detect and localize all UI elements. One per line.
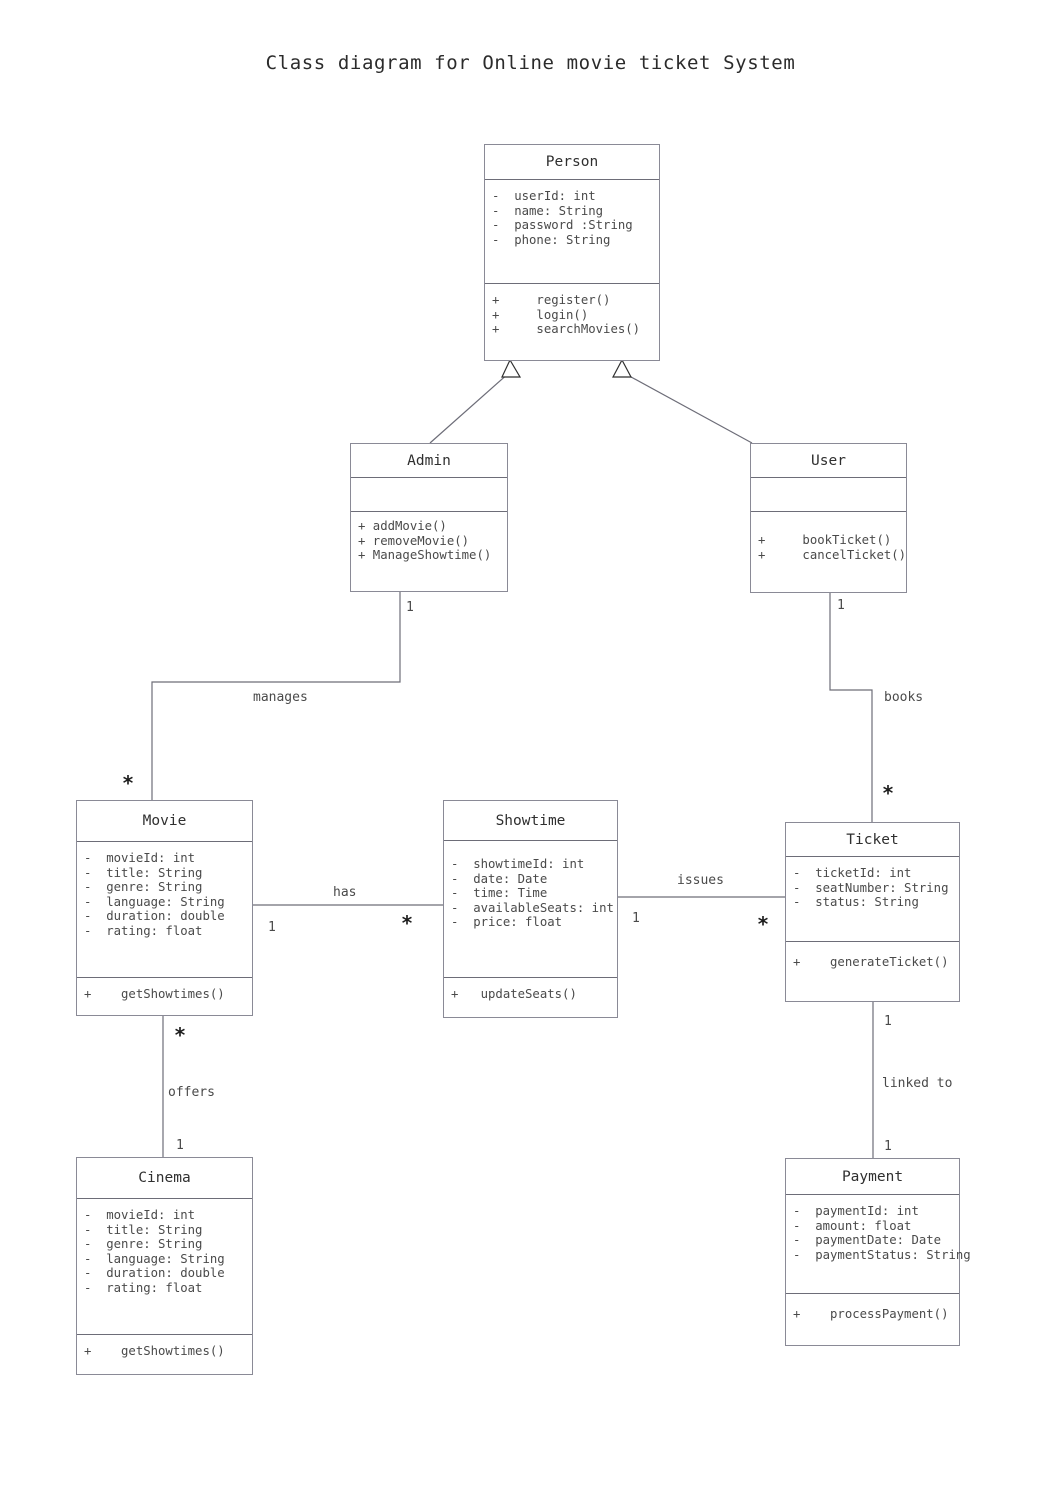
class-operations-ticket: + generateTicket() xyxy=(786,942,959,970)
attribute-row: - language: String xyxy=(84,1251,225,1266)
class-attributes-cinema: - movieId: int - title: String - genre: … xyxy=(77,1199,252,1335)
operation-row: + processPayment() xyxy=(793,1307,949,1321)
operation-row: + getShowtimes() xyxy=(84,1344,225,1358)
edge-label-issues: issues xyxy=(677,873,724,888)
class-operations-cinema: + getShowtimes() xyxy=(77,1335,252,1359)
edge-label-books: books xyxy=(884,690,924,705)
multiplicity-user-books: 1 xyxy=(837,598,845,613)
class-box-admin[interactable]: Admin + addMovie() + removeMovie() + Man… xyxy=(350,443,508,592)
class-attributes-ticket: - ticketId: int - seatNumber: String - s… xyxy=(786,857,959,942)
attribute-row: - ticketId: int xyxy=(793,866,912,880)
class-attributes-user xyxy=(751,478,906,512)
edge-label-manages: manages xyxy=(253,690,308,705)
operation-row: + removeMovie() xyxy=(358,533,470,548)
operation-row: + getShowtimes() xyxy=(84,987,225,1001)
operation-row: + updateSeats() xyxy=(451,987,577,1001)
edge-label-has: has xyxy=(333,885,357,900)
multiplicity-ticket-issues: * xyxy=(757,912,770,936)
attribute-row: - seatNumber: String xyxy=(793,880,949,895)
attribute-row: - userId: int xyxy=(492,189,596,203)
class-box-user[interactable]: User + bookTicket() + cancelTicket() xyxy=(750,443,907,593)
class-name-person: Person xyxy=(485,145,659,180)
operation-row: + ManageShowtime() xyxy=(358,548,492,563)
attribute-row: - genre: String xyxy=(84,880,203,895)
attribute-row: - phone: String xyxy=(492,232,611,247)
attribute-row: - genre: String xyxy=(84,1237,203,1252)
class-box-showtime[interactable]: Showtime - showtimeId: int - date: Date … xyxy=(443,800,618,1018)
class-attributes-person: - userId: int - name: String - password … xyxy=(485,180,659,284)
multiplicity-movie-manages: * xyxy=(122,771,135,795)
class-name-cinema: Cinema xyxy=(77,1158,252,1199)
edge-user-inherits-person xyxy=(612,358,753,444)
edge-admin-manages-movie xyxy=(151,592,401,800)
multiplicity-showtime-has: * xyxy=(401,911,414,935)
multiplicity-movie-has: 1 xyxy=(268,920,276,935)
class-attributes-admin xyxy=(351,478,507,512)
multiplicity-payment-linked-to: 1 xyxy=(884,1139,892,1154)
class-box-person[interactable]: Person - userId: int - name: String - pa… xyxy=(484,144,660,361)
attribute-row: - movieId: int xyxy=(84,851,196,865)
attribute-row: - status: String xyxy=(793,895,919,910)
class-attributes-movie: - movieId: int - title: String - genre: … xyxy=(77,842,252,978)
class-name-admin: Admin xyxy=(351,444,507,478)
class-box-payment[interactable]: Payment - paymentId: int - amount: float… xyxy=(785,1158,971,1346)
class-attributes-showtime: - showtimeId: int - date: Date - time: T… xyxy=(444,841,617,978)
attribute-row: - price: float xyxy=(451,915,563,930)
class-name-showtime: Showtime xyxy=(444,801,617,841)
class-operations-showtime: + updateSeats() xyxy=(444,978,617,1002)
edge-label-offers: offers xyxy=(168,1085,215,1100)
attribute-row: - rating: float xyxy=(84,1280,203,1295)
attribute-row: - availableSeats: int xyxy=(451,900,614,915)
multiplicity-showtime-issues: 1 xyxy=(632,911,640,926)
multiplicity-ticket-books: * xyxy=(882,781,895,805)
edge-label-linked-to: linked to xyxy=(882,1076,953,1091)
attribute-row: - title: String xyxy=(84,865,203,880)
operation-row: + cancelTicket() xyxy=(758,547,907,562)
attribute-row: - name: String xyxy=(492,203,604,218)
class-operations-admin: + addMovie() + removeMovie() + ManageSho… xyxy=(351,512,507,563)
operation-row: + generateTicket() xyxy=(793,955,949,969)
class-name-ticket: Ticket xyxy=(786,823,959,857)
attribute-row: - duration: double xyxy=(84,1266,225,1281)
attribute-row: - duration: double xyxy=(84,909,225,924)
attribute-row: - title: String xyxy=(84,1222,203,1237)
attribute-row: - showtimeId: int xyxy=(451,857,585,871)
attribute-row: - language: String xyxy=(84,894,225,909)
edge-admin-inherits-person xyxy=(429,358,522,444)
operation-row: + searchMovies() xyxy=(492,322,641,337)
operation-row: + register() xyxy=(492,293,611,307)
class-operations-person: + register() + login() + searchMovies() xyxy=(485,284,659,337)
attribute-row: - password :String xyxy=(492,218,633,233)
operation-row: + login() xyxy=(492,307,589,322)
operation-row: + addMovie() xyxy=(358,519,447,533)
attribute-row: - paymentDate: Date xyxy=(793,1233,942,1248)
class-operations-user: + bookTicket() + cancelTicket() xyxy=(751,512,906,562)
attribute-row: - paymentId: int xyxy=(793,1204,919,1218)
attribute-row: - paymentStatus: String xyxy=(793,1247,971,1262)
page-title: Class diagram for Online movie ticket Sy… xyxy=(265,52,796,74)
attribute-row: - date: Date xyxy=(451,871,548,886)
class-operations-payment: + processPayment() xyxy=(786,1294,959,1322)
multiplicity-ticket-linked-to: 1 xyxy=(884,1014,892,1029)
attribute-row: - rating: float xyxy=(84,923,203,938)
attribute-row: - time: Time xyxy=(451,886,548,901)
class-box-cinema[interactable]: Cinema - movieId: int - title: String - … xyxy=(76,1157,253,1375)
class-box-movie[interactable]: Movie - movieId: int - title: String - g… xyxy=(76,800,253,1016)
class-box-ticket[interactable]: Ticket - ticketId: int - seatNumber: Str… xyxy=(785,822,960,1002)
class-attributes-payment: - paymentId: int - amount: float - payme… xyxy=(786,1195,971,1294)
class-name-payment: Payment xyxy=(786,1159,959,1195)
attribute-row: - movieId: int xyxy=(84,1208,196,1222)
multiplicity-admin-manages: 1 xyxy=(406,600,414,615)
multiplicity-cinema-offers: 1 xyxy=(176,1138,184,1153)
class-name-user: User xyxy=(751,444,906,478)
class-name-movie: Movie xyxy=(77,801,252,842)
multiplicity-movie-offers: * xyxy=(174,1023,187,1047)
attribute-row: - amount: float xyxy=(793,1218,912,1233)
class-operations-movie: + getShowtimes() xyxy=(77,978,252,1002)
operation-row: + bookTicket() xyxy=(758,533,892,547)
edge-user-books-ticket xyxy=(829,593,873,822)
